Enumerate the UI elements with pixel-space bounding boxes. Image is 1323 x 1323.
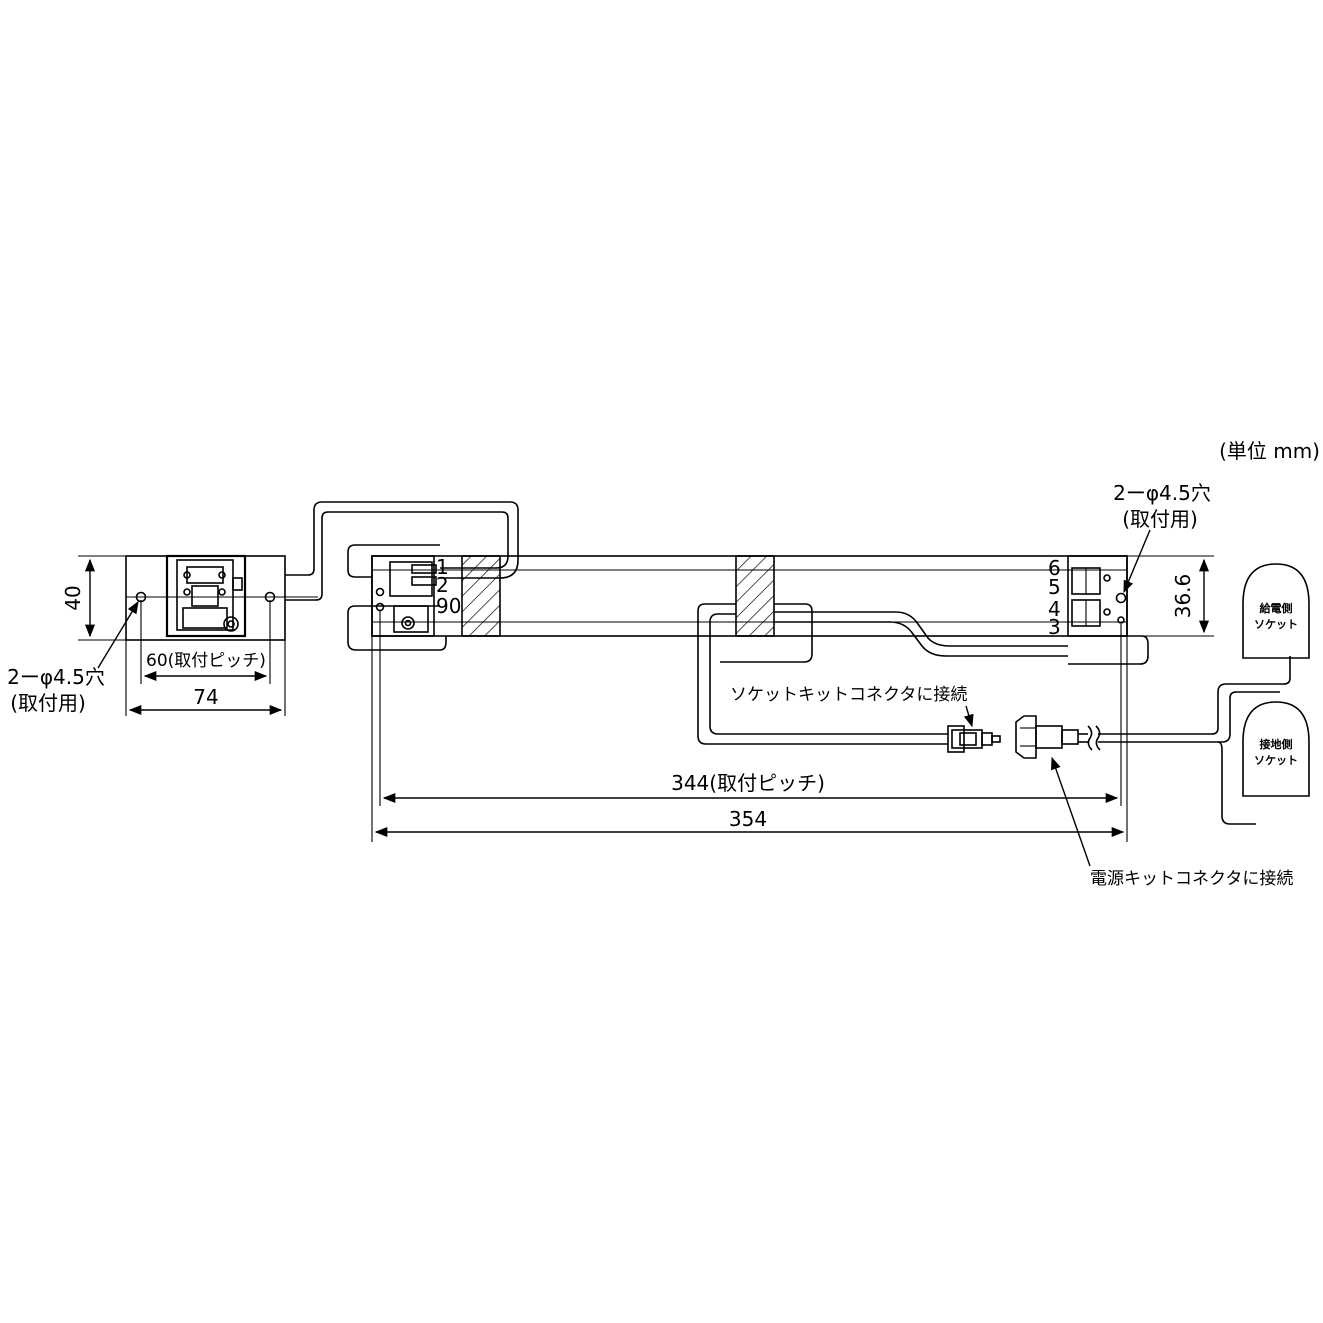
- body-hole-label: 2ーφ4.5穴: [1113, 481, 1211, 505]
- connector-pair: [947, 656, 1291, 825]
- terminal-1: 1: [436, 555, 449, 579]
- bracket-hole-purpose: (取付用): [10, 691, 86, 715]
- hatched-sleeve-left: [461, 555, 501, 637]
- body-height-dim: 36.6: [1171, 574, 1195, 619]
- supply-side-socket: 給電側 ソケット: [1242, 563, 1310, 659]
- terminal-numbers-right: 6 5 4 3: [1048, 556, 1061, 639]
- hatched-sleeve-center: [735, 555, 775, 637]
- ground-socket-line1: 接地側: [1260, 737, 1293, 751]
- main-body-dimensions: 36.6 344(取付ピッチ) 354 2ーφ4.5穴 (取付用): [374, 481, 1214, 838]
- unit-label: (単位 mm): [1219, 439, 1320, 463]
- terminal-5: 5: [1048, 575, 1061, 599]
- left-bracket: [125, 501, 519, 641]
- ground-socket-line2: ソケット: [1254, 754, 1298, 767]
- terminal-3: 3: [1048, 615, 1061, 639]
- terminal-4: 4: [1048, 597, 1061, 621]
- terminal-numbers-left: 1 2 90: [436, 555, 461, 618]
- supply-socket-line1: 給電側: [1260, 601, 1293, 615]
- power-kit-connector-label: 電源キットコネクタに接続: [1090, 869, 1293, 889]
- bracket-height-dim: 40: [61, 585, 85, 610]
- body-hole-right: [1115, 592, 1127, 604]
- ground-side-socket: 接地側 ソケット: [1242, 701, 1310, 797]
- left-bracket-dimensions: 40 60(取付ピッチ) 74 2ーφ4.5穴 (取付用): [7, 555, 286, 716]
- socket-kit-connector-label: ソケットキットコネクタに接続: [730, 685, 967, 705]
- bracket-pitch-dim: 60(取付ピッチ): [146, 651, 266, 671]
- body-length-dim: 354: [729, 807, 767, 831]
- terminal-90: 90: [436, 594, 461, 618]
- bracket-hole-label: 2ーφ4.5穴: [7, 665, 105, 689]
- main-ballast-body: [347, 544, 1149, 842]
- body-pitch-dim: 344(取付ピッチ): [671, 771, 825, 795]
- bracket-width-dim: 74: [193, 685, 218, 709]
- body-hole-purpose: (取付用): [1122, 507, 1198, 531]
- supply-socket-line2: ソケット: [1254, 618, 1298, 631]
- terminal-2: 2: [436, 573, 449, 597]
- terminal-6: 6: [1048, 556, 1061, 580]
